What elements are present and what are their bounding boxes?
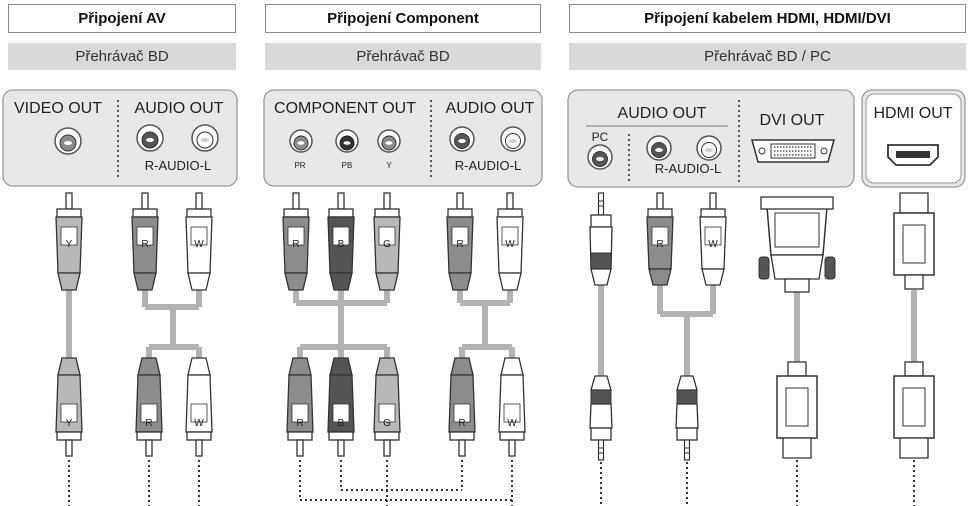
hdmi-port bbox=[887, 144, 939, 166]
av-audio-l-jack bbox=[191, 124, 219, 152]
comp-bottom-letter-audio-w: W bbox=[507, 418, 517, 429]
comp-audio-l-jack bbox=[500, 126, 526, 152]
comp-jack-label-pb: PB bbox=[342, 161, 353, 170]
comp-bottom-letter-r: R bbox=[296, 418, 303, 429]
dvi-out-label: DVI OUT bbox=[760, 112, 825, 129]
av-cables bbox=[66, 290, 202, 360]
comp-bottom-plug-audio-w bbox=[498, 357, 526, 457]
hdmi-audio-out-label: AUDIO OUT bbox=[618, 105, 707, 122]
comp-top-plug-audio-r bbox=[446, 192, 474, 291]
hdmi-cables bbox=[598, 285, 917, 378]
av-top-plug-y bbox=[55, 192, 83, 291]
hdmi-plug-top bbox=[893, 192, 935, 290]
av-audio-sub-label: R-AUDIO-L bbox=[145, 158, 211, 173]
comp-y-jack bbox=[377, 129, 401, 153]
component-cables bbox=[293, 290, 515, 360]
comp-top-letter-audio-r: R bbox=[456, 239, 463, 250]
comp-top-plug-r bbox=[282, 192, 310, 291]
av-audio-out-label: AUDIO OUT bbox=[135, 100, 224, 117]
video-out-label: VIDEO OUT bbox=[14, 100, 102, 117]
dvi-port bbox=[751, 139, 835, 163]
comp-pr-jack bbox=[289, 129, 313, 153]
comp-bottom-letter-audio-r: R bbox=[458, 418, 465, 429]
section-device-hdmi: Přehrávač BD / PC bbox=[569, 43, 966, 70]
comp-pb-jack bbox=[335, 129, 359, 153]
comp-bottom-plug-b bbox=[327, 357, 355, 457]
section-device-av: Přehrávač BD bbox=[8, 43, 236, 70]
component-out-label: COMPONENT OUT bbox=[274, 100, 416, 117]
comp-bottom-letter-b: B bbox=[338, 418, 345, 429]
comp-top-letter-audio-w: W bbox=[505, 239, 515, 250]
audio-mini-plug-bottom bbox=[675, 375, 699, 461]
av-bottom-plug-w bbox=[185, 357, 213, 457]
pc-audio-mini-plug-bottom bbox=[589, 375, 613, 461]
comp-top-letter-r: R bbox=[292, 239, 299, 250]
av-panel bbox=[2, 89, 238, 187]
comp-bottom-plug-r bbox=[286, 357, 314, 457]
comp-audio-r-jack bbox=[449, 126, 475, 152]
section-device-component: Přehrávač BD bbox=[265, 43, 541, 70]
hdmi-top-letter-w: W bbox=[708, 239, 718, 250]
comp-audio-out-label: AUDIO OUT bbox=[446, 100, 535, 117]
hdmi-top-letter-r: R bbox=[656, 239, 663, 250]
comp-top-letter-g: G bbox=[383, 239, 391, 250]
video-out-jack bbox=[54, 127, 82, 155]
pc-audio-jack bbox=[587, 144, 613, 170]
comp-top-plug-g bbox=[373, 192, 401, 291]
hdmi-audio-r-jack bbox=[646, 135, 672, 161]
av-bottom-letter-r: R bbox=[145, 418, 152, 429]
comp-audio-sub-label: R-AUDIO-L bbox=[455, 158, 521, 173]
section-title-component: Připojení Component bbox=[265, 4, 541, 33]
component-panel bbox=[263, 89, 543, 187]
pc-audio-mini-plug-top bbox=[589, 192, 613, 286]
av-top-plug-r bbox=[131, 192, 159, 291]
av-bottom-plug-y bbox=[55, 357, 83, 457]
hdmi-top-plug-r bbox=[646, 192, 674, 286]
av-audio-r-jack bbox=[136, 124, 164, 152]
hdmi-plug-bottom bbox=[893, 361, 935, 459]
comp-bottom-plug-audio-r bbox=[448, 357, 476, 457]
hdmi-audio-l-jack bbox=[696, 135, 722, 161]
comp-top-plug-audio-w bbox=[496, 192, 524, 291]
comp-bottom-letter-g: G bbox=[383, 418, 391, 429]
section-title-av: Připojení AV bbox=[8, 4, 236, 33]
comp-jack-label-pr: PR bbox=[294, 161, 305, 170]
hdmi-out-label: HDMI OUT bbox=[873, 105, 952, 122]
hdmi-audio-sub-label: R-AUDIO-L bbox=[655, 161, 721, 176]
hdmi-plug-bottom-from-dvi bbox=[776, 361, 818, 459]
section-title-hdmi: Připojení kabelem HDMI, HDMI/DVI bbox=[569, 4, 966, 33]
av-top-letter-w: W bbox=[194, 239, 204, 250]
av-bottom-plug-r bbox=[135, 357, 163, 457]
av-top-plug-w bbox=[185, 192, 213, 291]
av-bottom-letter-y: Y bbox=[66, 418, 73, 429]
comp-dotted-leads bbox=[299, 460, 513, 506]
comp-bottom-plug-g bbox=[373, 357, 401, 457]
comp-top-plug-b bbox=[327, 192, 355, 291]
av-dotted-leads bbox=[68, 460, 200, 506]
hdmi-top-plug-w bbox=[699, 192, 727, 286]
comp-jack-label-y: Y bbox=[386, 161, 392, 170]
comp-top-letter-b: B bbox=[338, 239, 345, 250]
av-top-letter-r: R bbox=[141, 239, 148, 250]
hdmi-dotted-leads bbox=[600, 460, 915, 506]
pc-label: PC bbox=[592, 130, 609, 144]
dvi-plug-top bbox=[758, 196, 836, 293]
av-top-letter-y: Y bbox=[66, 239, 73, 250]
av-bottom-letter-w: W bbox=[194, 418, 204, 429]
